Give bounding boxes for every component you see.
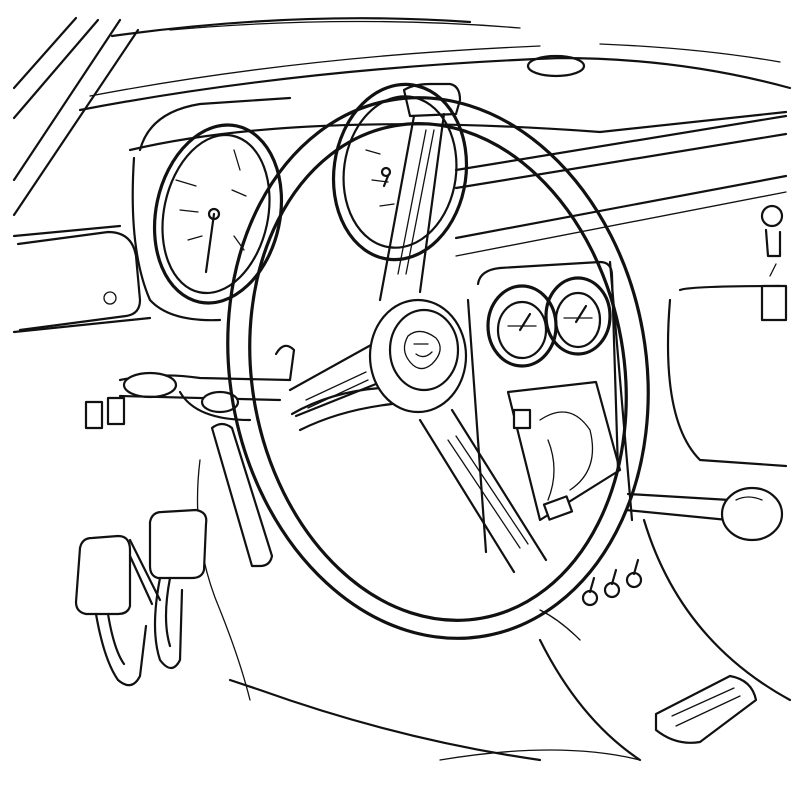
steering-wheel xyxy=(226,82,650,640)
gear-shift-lever xyxy=(624,486,784,542)
speedometer-gauge xyxy=(152,123,284,305)
lever-stalk xyxy=(210,422,274,568)
center-console xyxy=(466,260,634,554)
left-dash-panel xyxy=(16,96,292,332)
foot-pedals xyxy=(74,508,208,687)
steering-column xyxy=(84,344,394,432)
right-dash-panel xyxy=(666,204,788,468)
windshield-frame xyxy=(12,16,521,217)
console-switches xyxy=(581,558,643,607)
tachometer-gauge xyxy=(331,82,469,262)
accelerator-pedal xyxy=(654,674,758,744)
floor-and-tunnel xyxy=(196,459,792,762)
dashboard-top xyxy=(12,43,792,334)
